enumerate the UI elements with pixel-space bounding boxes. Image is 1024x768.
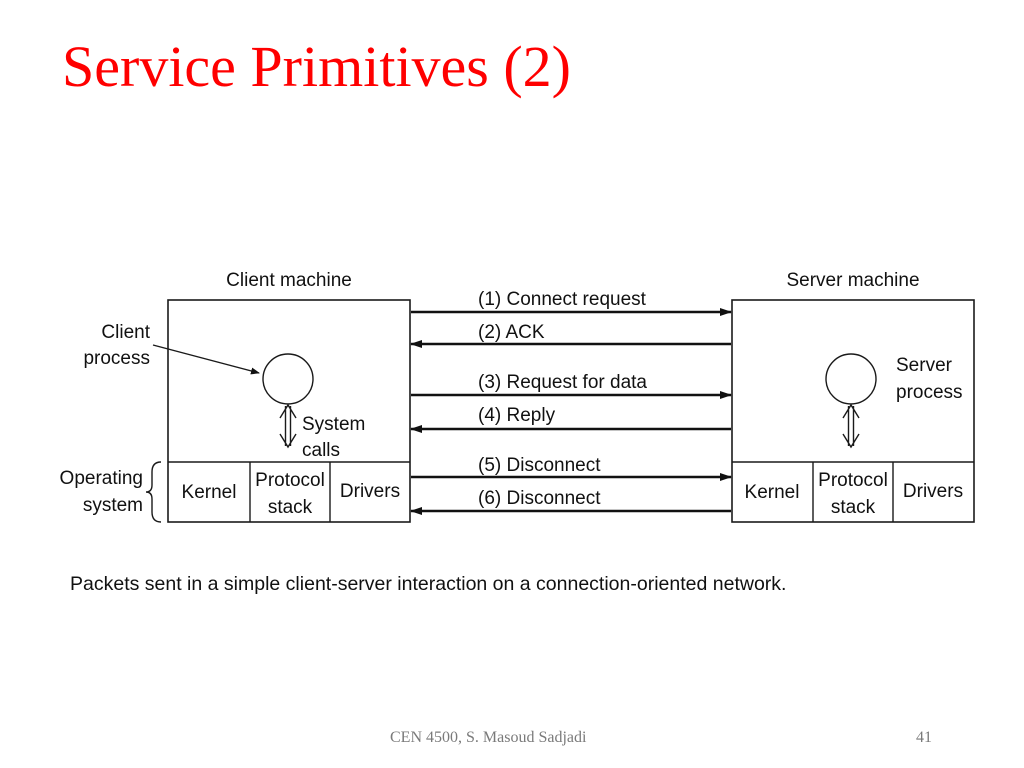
client-process-label-line2: process xyxy=(83,348,150,369)
server-machine-title: Server machine xyxy=(786,270,919,291)
server-process-label-line1: Server xyxy=(896,355,953,376)
client-server-diagram: Client machine Kernel Protocol stack Dri… xyxy=(60,270,975,523)
client-machine-box xyxy=(167,299,411,523)
server-protocol-label-line2: stack xyxy=(831,497,876,518)
message-label-2: (2) ACK xyxy=(478,322,545,343)
server-protocol-label-line1: Protocol xyxy=(818,470,888,491)
client-system-calls-line2: calls xyxy=(302,440,340,461)
client-system-call-arrow xyxy=(279,403,297,449)
message-label-4: (4) Reply xyxy=(478,405,556,426)
server-drivers-label: Drivers xyxy=(903,481,963,502)
server-machine: Server machine Kernel Protocol stack Dri… xyxy=(731,270,975,523)
client-protocol-label-line1: Protocol xyxy=(255,470,325,491)
slide-title: Service Primitives (2) xyxy=(62,34,572,99)
server-kernel-label: Kernel xyxy=(745,482,800,503)
operating-system-label-line1: Operating xyxy=(60,468,143,489)
figure-caption: Packets sent in a simple client-server i… xyxy=(70,573,787,595)
client-process-pointer xyxy=(152,344,260,375)
client-system-calls-line1: System xyxy=(302,414,365,435)
message-label-3: (3) Request for data xyxy=(478,372,647,393)
message-label-1: (1) Connect request xyxy=(478,289,647,310)
operating-system-label-line2: system xyxy=(83,495,143,516)
client-kernel-label: Kernel xyxy=(182,482,237,503)
message-label-6: (6) Disconnect xyxy=(478,488,601,509)
slide-footer: CEN 4500, S. Masoud Sadjadi xyxy=(390,729,587,746)
client-machine-title: Client machine xyxy=(226,270,352,291)
slide-page-number: 41 xyxy=(916,729,932,746)
client-process-label-line1: Client xyxy=(101,322,150,343)
message-arrows: (1) Connect request (2) ACK (3) Request … xyxy=(410,289,732,515)
client-drivers-label: Drivers xyxy=(340,481,400,502)
client-protocol-label-line2: stack xyxy=(268,497,313,518)
operating-system-brace xyxy=(145,461,162,523)
client-machine: Client machine Kernel Protocol stack Dri… xyxy=(60,270,411,523)
server-process-label-line2: process xyxy=(896,382,963,403)
message-label-5: (5) Disconnect xyxy=(478,455,601,476)
server-system-call-arrow xyxy=(842,403,860,449)
